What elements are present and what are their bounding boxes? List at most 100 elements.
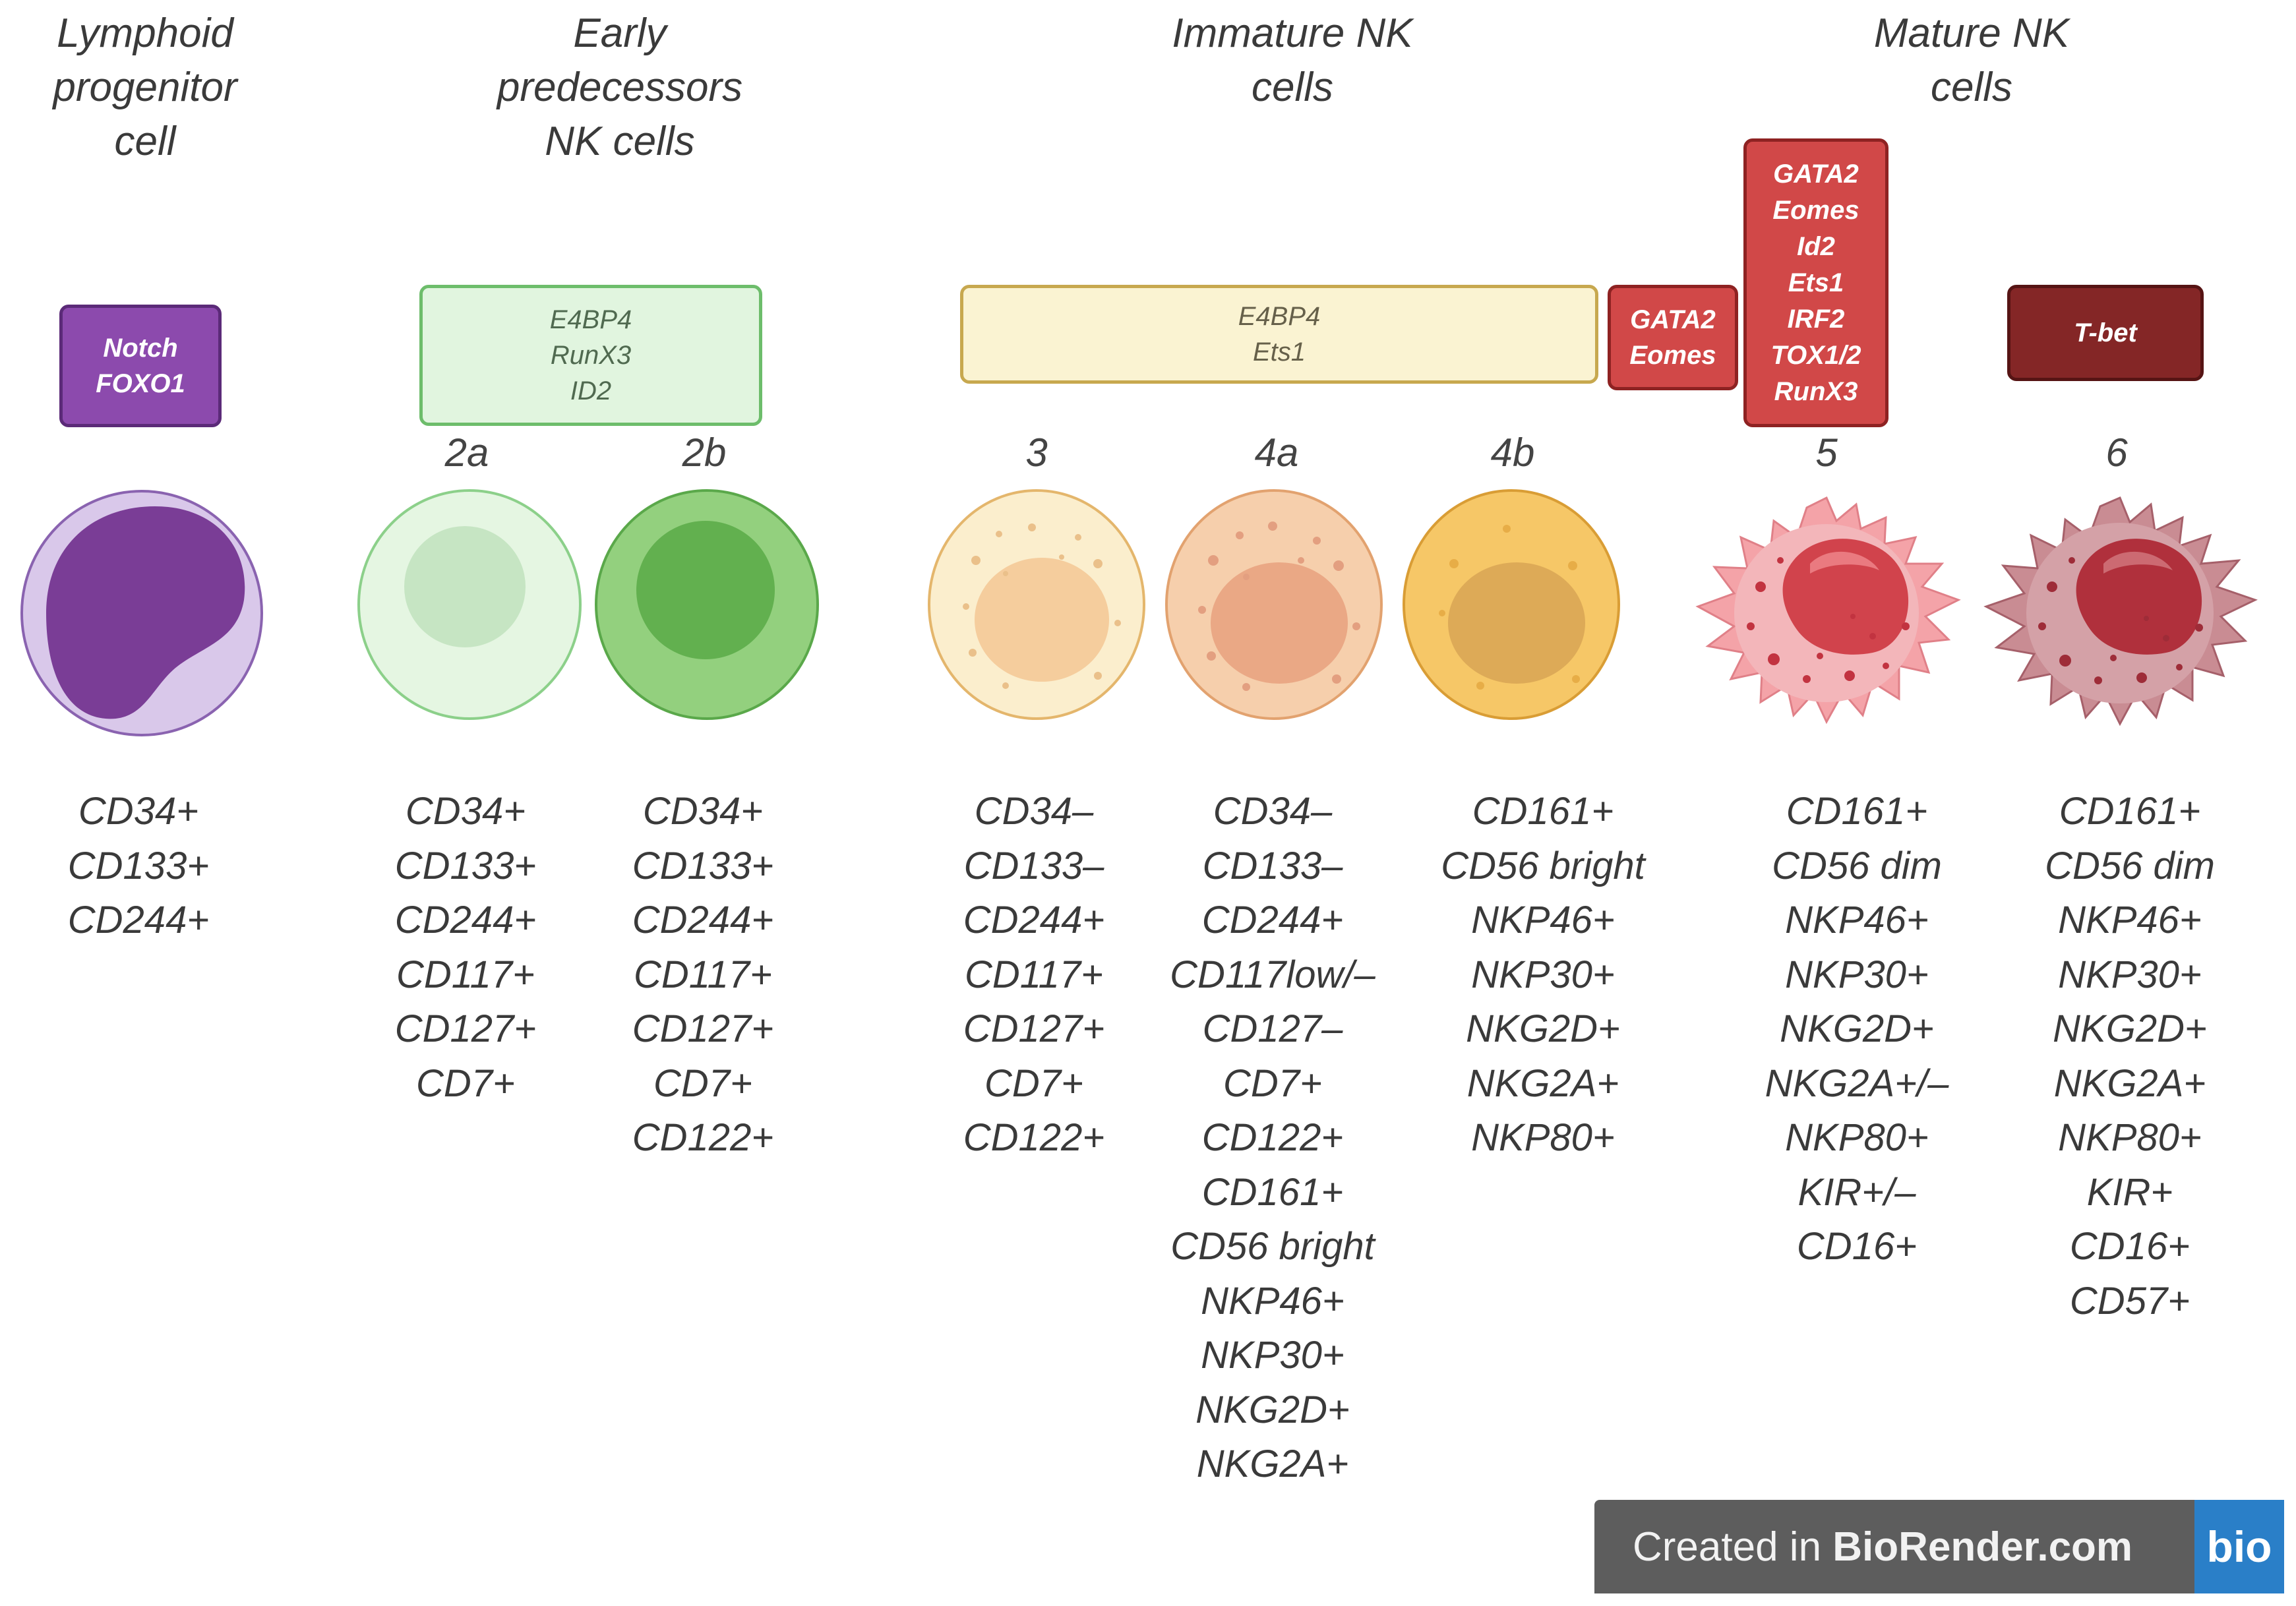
tf-box-gata-eomes-item: Eomes <box>1629 341 1716 370</box>
markers-lymphoid-item: CD34+ <box>78 790 199 833</box>
markers-3-item: CD34– <box>974 790 1094 833</box>
biorender-logo-icon: bio <box>2194 1500 2284 1593</box>
tf-box-early-item: ID2 <box>570 376 612 405</box>
tf-box-gata-eomes-item: GATA2 <box>1630 305 1716 334</box>
markers-2b-item: CD122+ <box>632 1116 774 1159</box>
markers-6-item: CD16+ <box>2069 1225 2190 1268</box>
markers-4a-item: CD122+ <box>1201 1116 1344 1159</box>
markers-4b-item: NKG2A+ <box>1466 1061 1619 1105</box>
cell-5 <box>1695 496 1961 725</box>
markers-4b-item: NKP46+ <box>1471 899 1615 941</box>
markers-3-item: CD7+ <box>984 1061 1083 1105</box>
markers-4b-item: CD56 bright <box>1441 844 1645 887</box>
tf-box-stage6: T-bet <box>2007 285 2204 381</box>
markers-3-item: CD244+ <box>963 899 1105 941</box>
stage-number-2b: 2b <box>682 431 727 475</box>
biorender-badge-text: Created in BioRender.com <box>1594 1524 2206 1570</box>
markers-4a-item: NKP46+ <box>1201 1279 1344 1323</box>
markers-2b-item: CD117+ <box>633 953 773 996</box>
markers-6-item: NKP30+ <box>2058 953 2202 996</box>
markers-5-item: CD16+ <box>1796 1225 1918 1268</box>
tf-box-lymphoid-item: Notch <box>103 334 178 363</box>
tf-box-immature-item: Ets1 <box>1252 338 1306 367</box>
markers-4a-item: CD127– <box>1202 1007 1343 1050</box>
stage-number-4a: 4a <box>1254 431 1299 475</box>
stage-title-early: Early predecessors NK cells <box>497 11 743 164</box>
markers-4a-item: CD56 bright <box>1170 1225 1375 1268</box>
markers-6-item: NKG2D+ <box>2053 1007 2207 1050</box>
markers-2b: CD34+ CD133+ CD244+ CD117+ CD127+ CD7+ CD122+ <box>571 785 835 1166</box>
markers-4a-item: NKP30+ <box>1201 1334 1344 1377</box>
markers-2a-item: CD34+ <box>405 790 526 833</box>
tf-box-stage5-item: TOX1/2 <box>1770 340 1861 370</box>
markers-6-item: CD57+ <box>2069 1279 2190 1323</box>
badge-prefix: Created in <box>1633 1524 1833 1570</box>
tf-box-early-item: RunX3 <box>550 341 632 370</box>
stage-number-6: 6 <box>2105 431 2128 475</box>
stage-number-3: 3 <box>1025 431 1048 475</box>
cell-6 <box>1983 496 2258 727</box>
markers-2b-item: CD34+ <box>642 790 764 833</box>
markers-lymphoid: CD34+CD133+CD244+ <box>7 785 270 948</box>
markers-5-item: CD56 dim <box>1772 844 1942 887</box>
markers-4a-item: CD244+ <box>1201 899 1344 941</box>
markers-4b-item: NKP30+ <box>1471 953 1615 996</box>
markers-2a-item: CD133+ <box>394 844 537 887</box>
markers-3: CD34– CD133– CD244+ CD117+ CD127+ CD7+ CD122+ <box>902 785 1166 1166</box>
lymphoid-progenitor-cell <box>20 490 263 736</box>
markers-4a-item: CD161+ <box>1201 1170 1344 1214</box>
markers-6-item: KIR+ <box>2086 1170 2173 1214</box>
tf-box-early-item: E4BP4 <box>549 305 632 334</box>
markers-6-item: CD161+ <box>2059 790 2201 833</box>
markers-2a-item: CD7+ <box>416 1061 515 1105</box>
markers-2b-item: CD244+ <box>632 899 774 941</box>
markers-4a: CD34–CD133–CD244+CD117low/–CD127–CD7+CD1… <box>1141 785 1405 1492</box>
markers-3-item: CD117+ <box>964 953 1104 996</box>
cell-2b <box>595 489 819 720</box>
tf-box-immature-item: E4BP4 <box>1238 302 1321 331</box>
tf-box-stage5-item: Eomes <box>1772 195 1859 225</box>
markers-3-item: CD122+ <box>963 1116 1105 1159</box>
markers-3-item: CD127+ <box>963 1007 1105 1050</box>
markers-4a-item: NKG2A+ <box>1196 1442 1349 1485</box>
markers-6-item: NKP46+ <box>2058 899 2202 941</box>
markers-6-item: CD56 dim <box>2045 844 2215 887</box>
cell-4a <box>1165 489 1383 720</box>
markers-2b-item: CD127+ <box>632 1007 774 1050</box>
badge-brand: BioRender.com <box>1832 1524 2133 1570</box>
biorender-badge[interactable]: Created in BioRender.com bio <box>1594 1500 2284 1593</box>
markers-5-item: NKP80+ <box>1785 1116 1929 1159</box>
stage-title-immature: Immature NK cells <box>1172 11 1413 110</box>
markers-6-item: NKP80+ <box>2058 1116 2202 1159</box>
markers-2b-item: CD7+ <box>653 1061 752 1105</box>
markers-5-item: NKG2A+/– <box>1765 1061 1949 1105</box>
markers-4b-item: NKG2D+ <box>1466 1007 1620 1050</box>
cell-2a <box>357 489 582 720</box>
tf-box-stage5-item: Id2 <box>1797 231 1835 261</box>
markers-2a-item: CD127+ <box>394 1007 537 1050</box>
stage-title-lymphoid: Lymphoid progenitor cell <box>53 11 237 164</box>
markers-5-item: KIR+/– <box>1798 1170 1916 1214</box>
markers-3-item: CD133– <box>963 844 1104 887</box>
markers-2b-item: CD133+ <box>632 844 774 887</box>
stage-title-mature: Mature NK cells <box>1873 11 2070 110</box>
markers-2a-item: CD117+ <box>396 953 535 996</box>
tf-box-stage5-item: IRF2 <box>1787 304 1845 334</box>
tf-box-stage5-item: RunX3 <box>1774 376 1858 406</box>
cell-4b <box>1403 489 1620 720</box>
tf-box-lymphoid-item: FOXO1 <box>96 369 185 398</box>
markers-2a: CD34+CD133+CD244+CD117+CD127+CD7+ <box>334 785 597 1111</box>
stage-number-5: 5 <box>1815 431 1838 475</box>
markers-4a-item: CD34– <box>1213 790 1333 833</box>
tf-box-stage5-item: GATA2 <box>1773 159 1859 189</box>
cell-3 <box>928 489 1145 720</box>
tf-box-stage5-item: Ets1 <box>1788 268 1844 297</box>
markers-4a-item: CD7+ <box>1223 1061 1322 1105</box>
